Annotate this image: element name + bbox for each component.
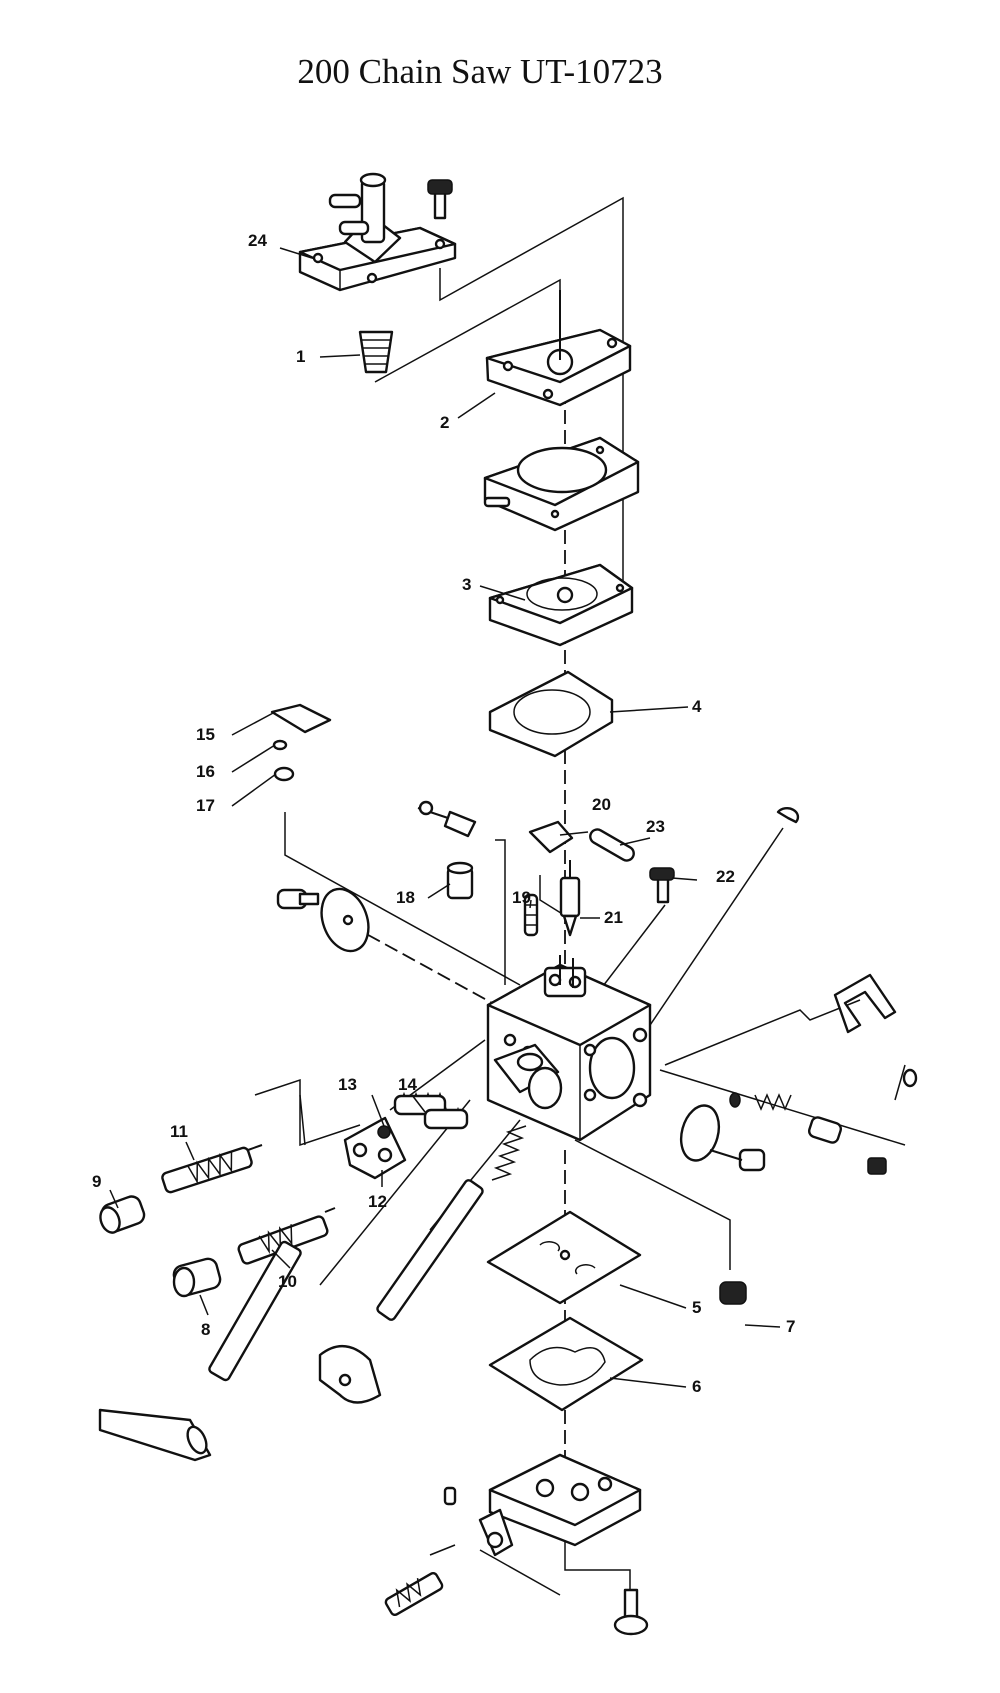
callout-18: 18	[396, 888, 415, 907]
part-e-clip-top	[776, 807, 800, 824]
callout-17: 17	[196, 796, 215, 815]
callout-10: 10	[278, 1272, 297, 1291]
part-idle-spring-assembly	[729, 1068, 918, 1175]
callout-leader-lines	[109, 247, 781, 1388]
callout-14: 14	[398, 1075, 417, 1094]
callout-7: 7	[786, 1317, 795, 1336]
part-19-spring	[523, 893, 539, 937]
callout-9: 9	[92, 1172, 101, 1191]
callout-13: 13	[338, 1075, 357, 1094]
part-2-pump-plate	[485, 290, 632, 407]
part-17-pin	[273, 766, 295, 782]
callout-22: 22	[716, 867, 735, 886]
part-3-diaphragm	[488, 563, 634, 647]
part-fuel-fitting	[833, 973, 897, 1034]
callout-24: 24	[248, 231, 267, 250]
part-bottom-needle	[384, 1571, 444, 1617]
callout-15: 15	[196, 725, 215, 744]
callout-19: 19	[512, 888, 531, 907]
part-bottom-pump-body	[443, 1453, 642, 1557]
part-11-needle	[161, 1144, 263, 1194]
part-4-gasket	[488, 670, 614, 758]
part-7-limiter-knob	[719, 1281, 747, 1305]
part-15-lever	[270, 703, 332, 734]
part-21-needle	[559, 860, 581, 937]
part-side-plate	[679, 1104, 766, 1172]
part-center-spring	[491, 1125, 527, 1181]
part-5-metering-plate	[486, 1210, 642, 1305]
part-22-screw	[649, 867, 675, 904]
part-1-inlet-screen	[358, 330, 394, 374]
part-spacer-block	[483, 436, 640, 532]
callout-4: 4	[692, 697, 702, 716]
part-20-inlet-lever	[417, 800, 574, 854]
callout-21: 21	[604, 908, 623, 927]
callout-16: 16	[196, 762, 215, 781]
callout-8: 8	[201, 1320, 210, 1339]
part-23-lever-pin	[589, 828, 635, 862]
part-9-limiter-cap	[99, 1195, 146, 1234]
part-bottom-screw	[613, 1588, 649, 1636]
part-choke-shaft	[318, 1179, 484, 1404]
callout-2: 2	[440, 413, 449, 432]
part-16-e-clip	[272, 739, 288, 751]
part-6-gasket	[488, 1316, 644, 1412]
part-throttle-lever	[98, 1240, 302, 1462]
part-18-plug	[446, 861, 474, 900]
callout-12: 12	[368, 1192, 387, 1211]
callout-20: 20	[592, 795, 611, 814]
callout-23: 23	[646, 817, 665, 836]
callout-1: 1	[296, 347, 305, 366]
callout-numbers: 24 1 2 3 4 15 16 17 20 23 22 18 19 21 13…	[92, 231, 795, 1396]
part-13-seal	[377, 1125, 391, 1139]
callout-5: 5	[692, 1298, 701, 1317]
part-8-limiter-cap	[172, 1257, 222, 1298]
part-14-springs	[393, 1091, 469, 1130]
part-throttle-plate	[276, 887, 370, 953]
diagram-title: 200 Chain Saw UT-10723	[297, 52, 663, 91]
main-carburetor-body	[486, 955, 652, 1142]
callout-6: 6	[692, 1377, 701, 1396]
callout-3: 3	[462, 575, 471, 594]
part-24-pump-cover	[298, 172, 457, 292]
callout-11: 11	[170, 1122, 188, 1141]
